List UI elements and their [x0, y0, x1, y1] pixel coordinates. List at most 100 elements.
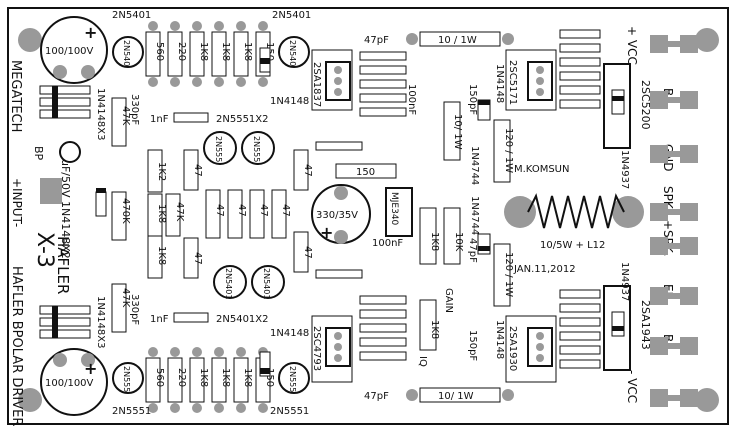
- svg-text:1N4148: 1N4148: [270, 328, 309, 339]
- pad: [680, 287, 698, 305]
- cap-1nf-top: [173, 112, 209, 123]
- svg-text:M.KOMSUN: M.KOMSUN: [514, 164, 569, 175]
- svg-text:47pF: 47pF: [364, 391, 389, 402]
- svg-text:2N5401X2: 2N5401X2: [216, 314, 269, 325]
- heatsink-fin: [359, 323, 407, 333]
- cap-100-100v-top: + 100/100V: [40, 16, 108, 84]
- svg-text:X-3: X-3: [32, 232, 57, 268]
- diode-strip-bottom: [39, 305, 91, 339]
- svg-text:1K8: 1K8: [156, 204, 167, 223]
- pad: [680, 389, 698, 407]
- svg-text:HAFLER BPOLAR DRIVER: HAFLER BPOLAR DRIVER: [9, 266, 24, 426]
- resistor-label: 1K8: [242, 368, 253, 387]
- r10-1w-top: [419, 31, 501, 47]
- pad: [650, 203, 668, 221]
- svg-text:1N4937: 1N4937: [619, 150, 630, 189]
- r1k8-mid: [419, 207, 437, 265]
- svg-text:1N4744: 1N4744: [469, 196, 480, 235]
- pad: [680, 337, 698, 355]
- svg-text:1N4148X3: 1N4148X3: [95, 88, 106, 141]
- heatsink-fin: [559, 331, 601, 341]
- r1k8-low: [419, 299, 437, 351]
- heatsink-fin: [559, 71, 601, 81]
- resistor-label: 220: [176, 42, 187, 61]
- mount-hole: [18, 388, 42, 412]
- output-inductor: 10/5W + L12: [504, 193, 644, 251]
- svg-text:47K: 47K: [120, 106, 131, 126]
- svg-text:+: +: [84, 23, 97, 42]
- cap-330-35v: + 330/35V: [311, 184, 371, 244]
- resistor-label: 1K8: [220, 368, 231, 387]
- heatsink-fin: [315, 141, 363, 151]
- svg-text:47pF: 47pF: [364, 35, 389, 46]
- svg-text:47: 47: [258, 204, 269, 217]
- resistor: [145, 357, 161, 403]
- heatsink-fin: [359, 51, 407, 61]
- diode-strip-top: [39, 85, 91, 119]
- r10k: [443, 207, 461, 265]
- r10-1w-bottom: [419, 387, 501, 403]
- svg-text:2N555: 2N555: [122, 366, 131, 392]
- svg-text:1N4148: 1N4148: [494, 64, 505, 103]
- diode-1n4148-bot: [259, 351, 271, 377]
- svg-text:2N540: 2N540: [122, 40, 131, 66]
- pad: [650, 237, 668, 255]
- svg-text:GAIN: GAIN: [443, 288, 454, 313]
- svg-text:330pF: 330pF: [129, 94, 140, 125]
- heatsink-fin: [359, 351, 407, 361]
- cap-100-100v-bottom: + 100/100V: [40, 348, 108, 416]
- svg-text:2SA1943: 2SA1943: [639, 300, 652, 350]
- resistor-label: 1K8: [242, 42, 253, 61]
- mje340: [385, 187, 413, 237]
- heatsink-fin: [359, 79, 407, 89]
- resistor-label: 1K8: [198, 368, 209, 387]
- resistor: [211, 357, 227, 403]
- heatsink-fin: [559, 85, 601, 95]
- svg-text:1K8: 1K8: [429, 320, 440, 339]
- resistor: [233, 31, 249, 77]
- resistor-label: 560: [154, 42, 165, 61]
- svg-text:1K8: 1K8: [156, 246, 167, 265]
- mid-resistors: 47K 470K 47K 1K2 1K8 1K8 47K 47 47 47 47…: [111, 97, 313, 333]
- heatsink-fin: [559, 29, 601, 39]
- svg-text:2N5401: 2N5401: [262, 268, 271, 299]
- resistor: [167, 357, 183, 403]
- svg-text:2SC5200: 2SC5200: [639, 80, 652, 130]
- heatsink-fin: [559, 57, 601, 67]
- svg-text:1nF: 1nF: [150, 114, 169, 125]
- pad: [680, 203, 698, 221]
- svg-text:IQ: IQ: [417, 356, 428, 367]
- mount-hole: [695, 28, 719, 52]
- output-transistor-bottom: 2SA1943: [603, 285, 652, 371]
- svg-text:2SA1930: 2SA1930: [507, 326, 518, 371]
- svg-text:+: +: [84, 359, 97, 378]
- svg-text:MJE340: MJE340: [389, 192, 399, 226]
- svg-text:2N5551: 2N5551: [270, 406, 309, 417]
- svg-text:2N540: 2N540: [288, 40, 297, 66]
- driver-transistor-bottom-left: 2SC4793: [311, 315, 353, 383]
- svg-text:1K2: 1K2: [156, 162, 167, 181]
- pad: [650, 145, 668, 163]
- svg-text:2N5551: 2N5551: [112, 406, 151, 417]
- pad: [680, 35, 698, 53]
- svg-text:2N5551X2: 2N5551X2: [216, 114, 269, 125]
- svg-text:2N555: 2N555: [252, 136, 261, 162]
- svg-text:2SC5171: 2SC5171: [507, 60, 518, 105]
- cap-1nf-bottom: [173, 312, 209, 323]
- svg-text:100nF: 100nF: [372, 238, 403, 249]
- svg-text:- VCC: - VCC: [625, 370, 639, 403]
- heatsink-fin: [559, 289, 601, 299]
- svg-text:+: +: [320, 223, 333, 242]
- svg-text:+INPUT-: +INPUT-: [10, 178, 24, 227]
- resistor-label: 150: [264, 368, 275, 387]
- svg-text:1nF: 1nF: [150, 314, 169, 325]
- resistor: [211, 31, 227, 77]
- pad-link: [668, 97, 680, 103]
- svg-text:BP: BP: [32, 146, 45, 161]
- svg-text:330pF: 330pF: [129, 294, 140, 325]
- pad: [680, 237, 698, 255]
- r150: [335, 163, 397, 179]
- svg-text:470K: 470K: [120, 198, 131, 224]
- svg-text:10/5W + L12: 10/5W + L12: [540, 240, 605, 251]
- heatsink-fin: [559, 99, 601, 109]
